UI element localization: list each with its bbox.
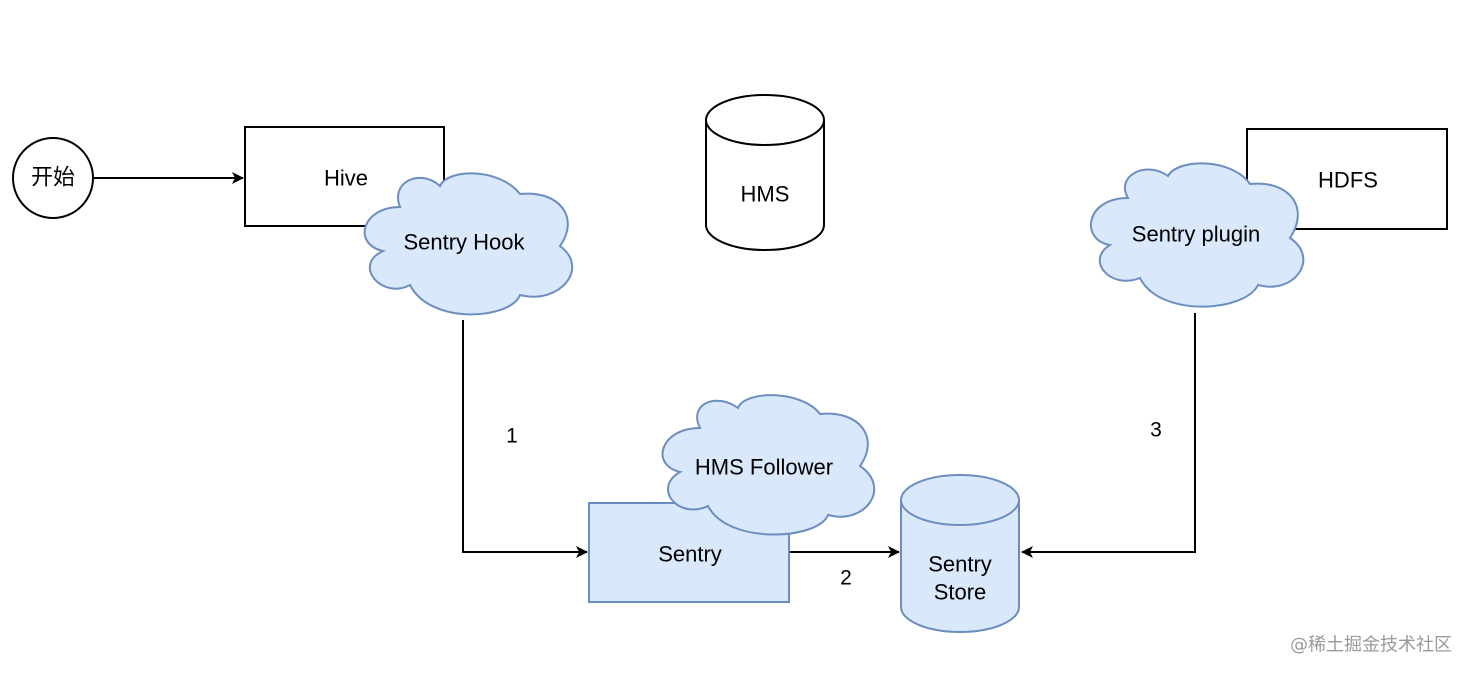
sentry-store-label-line1: Sentry: [928, 552, 992, 577]
edge-plugin-to-store: [1021, 313, 1196, 558]
start-label: 开始: [31, 166, 75, 191]
sentry-label: Sentry: [658, 542, 722, 567]
watermark: @稀土掘金技术社区: [1290, 635, 1452, 656]
sentry-plugin-label: Sentry plugin: [1132, 222, 1260, 247]
hms-label: HMS: [741, 182, 790, 207]
edge-label-2: 2: [840, 567, 852, 590]
hdfs-label: HDFS: [1318, 168, 1378, 193]
hms-follower-label: HMS Follower: [695, 455, 833, 480]
sentry-store-node: Sentry Store: [900, 474, 1020, 633]
edge-hook-to-sentry: [462, 320, 588, 558]
start-node: 开始: [12, 137, 94, 219]
sentry-store-label-line2: Store: [934, 580, 987, 605]
edge-label-1: 1: [506, 425, 518, 448]
hms-node: HMS: [705, 94, 825, 251]
sentry-hook-cloud: Sentry Hook: [363, 172, 574, 316]
edge-label-3: 3: [1150, 419, 1162, 442]
sentry-plugin-cloud: Sentry plugin: [1090, 162, 1305, 308]
hive-label: Hive: [324, 166, 368, 191]
sentry-hook-label: Sentry Hook: [403, 230, 525, 255]
hms-follower-cloud: HMS Follower: [661, 394, 876, 536]
